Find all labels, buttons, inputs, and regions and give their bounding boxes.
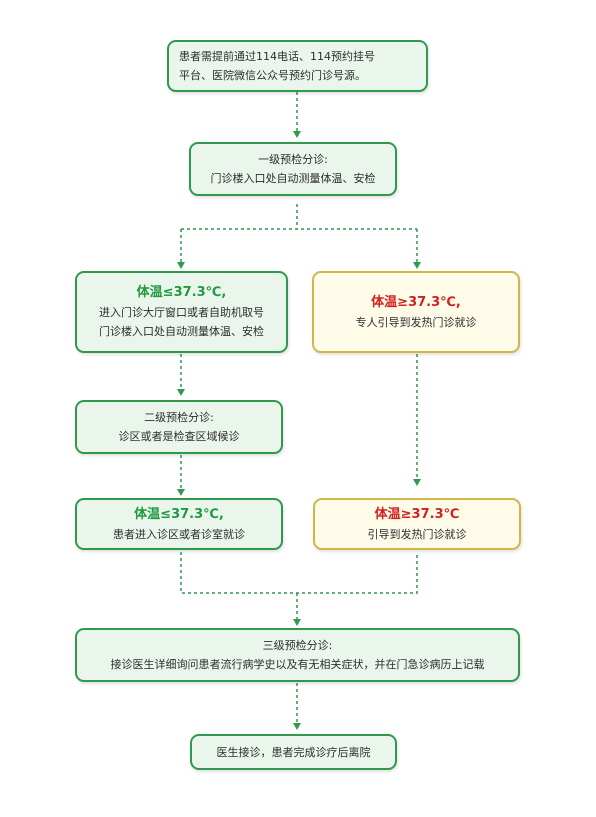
right-fever-2-heading: 体温≥37.3℃ — [374, 506, 460, 522]
left-normal-temp-box-1: 体温≤37.3℃, 进入门诊大厅窗口或者自助机取号 门诊楼入口处自动测量体温、安… — [75, 271, 288, 353]
arrowhead-right-fever-1 — [413, 262, 421, 269]
step3-line2: 诊区或者是检查区域候诊 — [118, 430, 240, 443]
left-normal-1-line1: 进入门诊大厅窗口或者自助机取号 — [99, 306, 264, 319]
step2-line1: 一级预检分诊: — [258, 153, 328, 166]
step1-line1: 患者需提前通过114电话、114预约挂号 — [179, 50, 375, 63]
connector-step2-split — [181, 204, 417, 230]
arrowhead-step3 — [177, 389, 185, 396]
step2-line2: 门诊楼入口处自动测量体温、安检 — [210, 172, 376, 185]
left-normal-temp-box-2: 体温≤37.3℃, 患者进入诊区或者诊室就诊 — [75, 498, 283, 550]
step5-line1: 医生接诊，患者完成诊疗后离院 — [216, 745, 371, 759]
step5-discharge-box: 医生接诊，患者完成诊疗后离院 — [190, 734, 397, 770]
step2-first-triage-box: 一级预检分诊: 门诊楼入口处自动测量体温、安检 — [189, 142, 397, 196]
right-fever-box-2: 体温≥37.3℃ 引导到发热门诊就诊 — [313, 498, 521, 550]
arrowhead-step2 — [293, 131, 301, 138]
left-normal-2-heading: 体温≤37.3℃, — [134, 506, 224, 522]
connector-merge — [180, 552, 418, 620]
arrowhead-left-normal-1 — [177, 262, 185, 269]
step3-line1: 二级预检分诊: — [144, 411, 214, 424]
step1-appointment-box: 患者需提前通过114电话、114预约挂号 平台、医院微信公众号预约门诊号源。 — [167, 40, 428, 92]
arrowhead-step4 — [293, 619, 301, 626]
right-fever-2-line1: 引导到发热门诊就诊 — [367, 527, 467, 541]
right-fever-1-line1: 专人引导到发热门诊就诊 — [355, 315, 477, 329]
arrowhead-right-fever-2 — [413, 479, 421, 486]
left-normal-2-line1: 患者进入诊区或者诊室就诊 — [113, 527, 245, 541]
arrowhead-step5 — [293, 723, 301, 730]
step4-line2: 接诊医生详细询问患者流行病学史以及有无相关症状，并在门急诊病历上记载 — [110, 658, 485, 671]
right-fever-box-1: 体温≥37.3℃, 专人引导到发热门诊就诊 — [312, 271, 520, 353]
step4-third-triage-box: 三级预检分诊: 接诊医生详细询问患者流行病学史以及有无相关症状，并在门急诊病历上… — [75, 628, 520, 682]
step3-second-triage-box: 二级预检分诊: 诊区或者是检查区域候诊 — [75, 400, 283, 454]
step1-line2: 平台、医院微信公众号预约门诊号源。 — [179, 69, 366, 82]
left-normal-1-heading: 体温≤37.3℃, — [136, 285, 227, 300]
step4-line1: 三级预检分诊: — [262, 639, 333, 652]
arrowhead-left-normal-2 — [177, 489, 185, 496]
left-normal-1-line2: 门诊楼入口处自动测量体温、安检 — [99, 325, 264, 338]
right-fever-1-heading: 体温≥37.3℃, — [371, 294, 461, 310]
